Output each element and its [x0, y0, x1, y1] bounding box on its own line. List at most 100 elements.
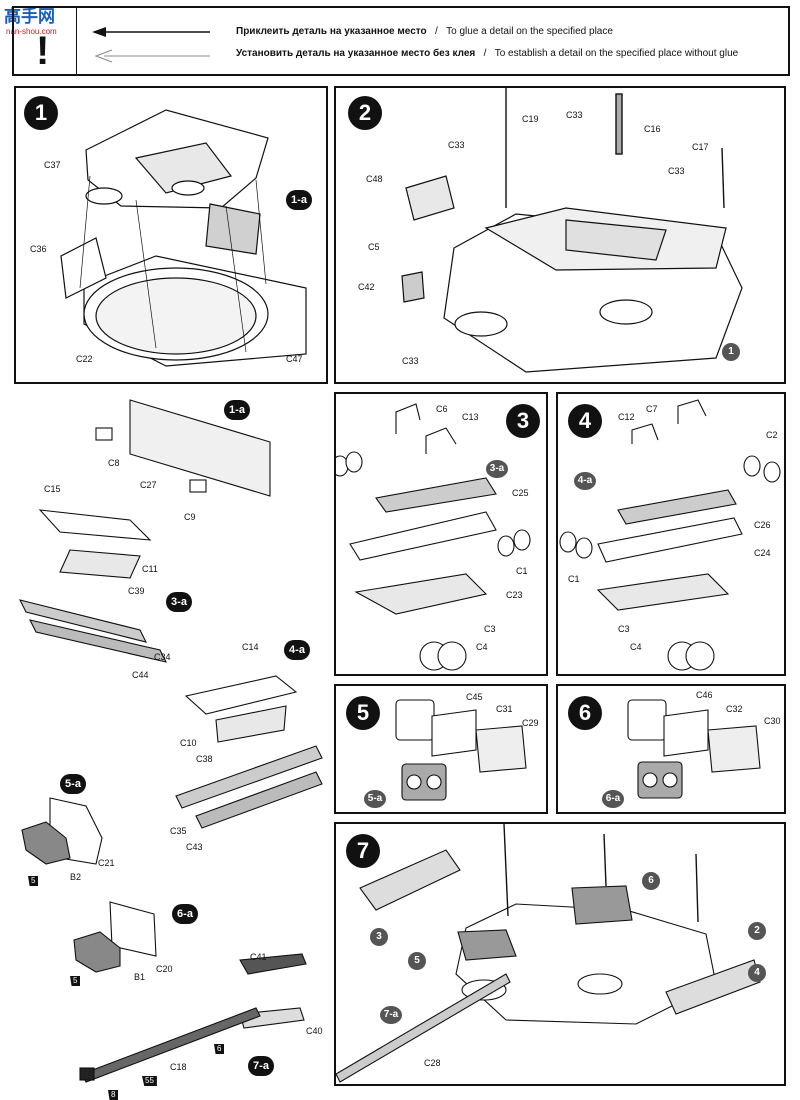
- label-c8: C8: [108, 458, 120, 468]
- step-1-panel: 1 1-a C37 C36 C22 C47: [14, 86, 328, 384]
- substep-4a-area: 4-a C14 C10 C38 C35 C43: [166, 636, 336, 852]
- label-c17: C17: [692, 142, 709, 152]
- label-c45: C45: [466, 692, 483, 702]
- step-5-panel: 5 5-a C45 C31 C29: [334, 684, 548, 814]
- label-c31: C31: [496, 704, 513, 714]
- logo-url: nan-shou.com: [6, 27, 57, 36]
- step-7-ref-5: 5: [408, 952, 426, 970]
- label-c22: C22: [76, 354, 93, 364]
- label-c43: C43: [186, 842, 203, 852]
- warning-column: !: [14, 8, 77, 74]
- label-c33-d: C33: [402, 356, 419, 366]
- substep-6a-badge: 6-a: [172, 904, 198, 924]
- label-c26: C26: [754, 520, 771, 530]
- legend-box: ! Приклеить деталь на указанное место / …: [12, 6, 790, 76]
- label-c18: C18: [170, 1062, 187, 1072]
- label-c4-b: C4: [630, 642, 642, 652]
- substep-4a-badge: 4-a: [284, 640, 310, 660]
- step-3-panel: 3 3-a C6 C13 C2 C25 C1 C23 C3 C4: [334, 392, 548, 676]
- label-c19: C19: [522, 114, 539, 124]
- label-c30: C30: [764, 716, 781, 726]
- legend-noglue-sep: /: [483, 48, 487, 59]
- label-c44: C44: [132, 670, 149, 680]
- label-c15: C15: [44, 484, 61, 494]
- step-3-ref-badge: 3-a: [486, 460, 508, 478]
- label-c40: C40: [306, 1026, 323, 1036]
- step-3-badge: 3: [506, 404, 540, 438]
- legend-glue-row: Приклеить деталь на указанное место / To…: [236, 26, 613, 37]
- step-6-panel: 6 6-a C46 C32 C30: [556, 684, 786, 814]
- site-logo: 高手网 nan-shou.com: [2, 4, 72, 36]
- label-c34: C34: [154, 652, 171, 662]
- label-c42: C42: [358, 282, 375, 292]
- step-1-ref-badge: 1-a: [286, 190, 312, 210]
- legend-glue-en: To glue a detail on the specified place: [446, 26, 613, 37]
- step-6-ref-badge: 6-a: [602, 790, 624, 808]
- step-2-drawing: [401, 88, 743, 373]
- step-3-drawing: [336, 403, 531, 671]
- label-c38: C38: [196, 754, 213, 764]
- step-7-ref-7a: 7-a: [380, 1006, 402, 1024]
- substep-1a-drawing: [95, 399, 271, 497]
- label-c3-b: C3: [618, 624, 630, 634]
- step-7-ref-6: 6: [642, 872, 660, 890]
- legend-noglue-ru: Установить деталь на указанное место без…: [236, 48, 476, 59]
- substep-1a-badge: 1-a: [224, 400, 250, 420]
- label-b2: B2: [70, 872, 82, 882]
- step-2-badge: 2: [348, 96, 382, 130]
- step-7-panel: 7 3 6 5 2 4 7-a C28: [334, 822, 786, 1086]
- legend-glue-ru: Приклеить деталь на указанное место: [236, 26, 427, 37]
- label-c33-a: C33: [448, 140, 465, 150]
- logo-title: 高手网: [4, 6, 55, 27]
- substep-7a-badge: 7-a: [248, 1056, 274, 1076]
- label-c37: C37: [44, 160, 61, 170]
- label-c1-b: C1: [568, 574, 580, 584]
- step-4-ref-badge: 4-a: [574, 472, 596, 490]
- label-c1: C1: [516, 566, 528, 576]
- substep-5a-badge: 5-a: [60, 774, 86, 794]
- step-6-badge: 6: [568, 696, 602, 730]
- substep-3a-badge: 3-a: [166, 592, 192, 612]
- legend-glue-sep: /: [435, 26, 438, 37]
- label-c16: C16: [644, 124, 661, 134]
- step-5-badge: 5: [346, 696, 380, 730]
- step-7-ref-2: 2: [748, 922, 766, 940]
- label-c25: C25: [512, 488, 529, 498]
- substep-6a-mark: 5: [70, 976, 81, 986]
- substep-7a-area: 7-a C41 C40 C18 6 55 8: [79, 950, 330, 1100]
- step-6-drawing: [627, 699, 761, 799]
- label-c3: C3: [484, 624, 496, 634]
- substep-7a-mark-8: 8: [108, 1090, 119, 1100]
- label-c28: C28: [424, 1058, 441, 1068]
- label-c6: C6: [436, 404, 448, 414]
- label-c12: C12: [618, 412, 635, 422]
- step-7-drawing: [336, 824, 761, 1083]
- label-c35: C35: [170, 826, 187, 836]
- step-4-panel: 4 4-a C7 C12 C2 C26 C24 C1 C3 C4: [556, 392, 786, 676]
- label-c7: C7: [646, 404, 658, 414]
- label-c33-b: C33: [566, 110, 583, 120]
- label-c48: C48: [366, 174, 383, 184]
- label-c10: C10: [180, 738, 197, 748]
- logo-graphic: 高手网 nan-shou.com: [4, 6, 57, 36]
- label-c24: C24: [754, 548, 771, 558]
- label-c41: C41: [250, 952, 267, 962]
- label-c27: C27: [140, 480, 157, 490]
- step-2-panel: 2 1 C19 C33 C16 C33 C17 C33 C48 C5 C42 C…: [334, 86, 786, 384]
- step-1-drawing: [60, 109, 307, 367]
- legend-noglue-row: Установить деталь на указанное место без…: [236, 48, 738, 59]
- label-c14: C14: [242, 642, 259, 652]
- step-4-badge: 4: [568, 404, 602, 438]
- step-4-drawing: [559, 399, 781, 671]
- step-2-ref-badge: 1: [722, 343, 740, 361]
- svg-text:!: !: [36, 29, 49, 73]
- legend-noglue-en: To establish a detail on the specified p…: [494, 48, 739, 59]
- label-c33-c: C33: [668, 166, 685, 176]
- label-c21: C21: [98, 858, 115, 868]
- label-c5: C5: [368, 242, 380, 252]
- label-c2-b: C2: [766, 430, 778, 440]
- label-c32: C32: [726, 704, 743, 714]
- substep-1a-area: 1-a C8 C27 C9: [90, 396, 290, 522]
- substep-7a-mark-6: 6: [214, 1044, 225, 1054]
- arrow-icons: [92, 27, 210, 63]
